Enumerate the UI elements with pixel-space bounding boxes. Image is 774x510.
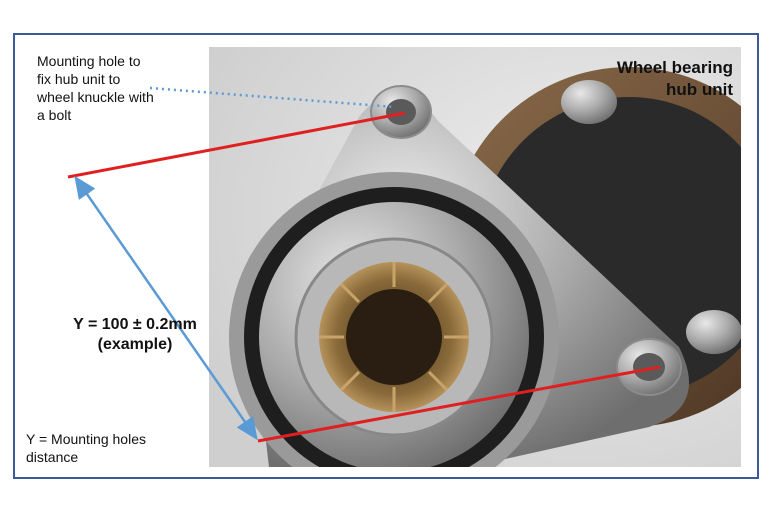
- mounting-hole-top: [386, 99, 416, 125]
- measure-line-bottom: [257, 365, 661, 443]
- y-note: (example): [97, 336, 173, 353]
- diagram-title: Wheel bearing hub unit: [616, 58, 733, 99]
- hub-unit-illustration: [209, 47, 741, 467]
- y-definition-label: Y = Mounting holes distance: [26, 431, 146, 465]
- mounting-hole-pointer: [149, 86, 396, 109]
- measure-line-top: [67, 111, 406, 179]
- y-value: Y = 100 ± 0.2mm: [73, 316, 197, 333]
- hub-unit-photo: [209, 47, 741, 467]
- wheel-stud: [686, 310, 741, 354]
- mounting-hole-label: Mounting hole to fix hub unit to wheel k…: [37, 53, 154, 123]
- y-value-label: Y = 100 ± 0.2mm (example): [40, 315, 230, 355]
- wheel-stud: [561, 80, 617, 124]
- dimension-arrow: [74, 175, 258, 441]
- mounting-hole-bottom: [633, 353, 665, 381]
